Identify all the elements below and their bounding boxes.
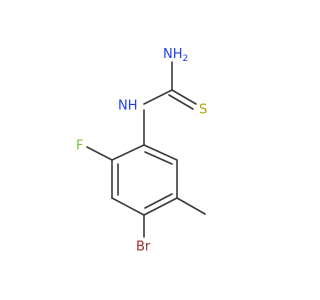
- ring-bond-c3-c4: [111, 197, 145, 216]
- bond-c2-f: [86, 146, 113, 161]
- ring-inner-c4-c5: [144, 193, 173, 209]
- atom-label-layer: NH2 NH S F Br: [76, 47, 207, 255]
- nh-label: NH: [118, 99, 138, 114]
- molecule-structure-diagram: NH2 NH S F Br: [76, 47, 207, 255]
- sulfur-label: S: [199, 103, 207, 118]
- ring-inner-c1-c6: [144, 151, 173, 165]
- ring-bond-c1-c2: [111, 144, 145, 161]
- fluorine-label: F: [76, 139, 83, 154]
- bond-c-s-double-1: [171, 89, 197, 105]
- ring-bond-c4-c5: [143, 197, 178, 216]
- bromine-label: Br: [136, 240, 151, 255]
- ring-bond-c6-c1: [143, 144, 178, 161]
- bond-c5-methyl: [176, 197, 206, 215]
- bond-c-nh: [143, 89, 173, 105]
- bond-layer: [86, 61, 206, 238]
- bond-c-s-double-2: [168, 94, 194, 110]
- nh2-label: NH2: [163, 47, 188, 64]
